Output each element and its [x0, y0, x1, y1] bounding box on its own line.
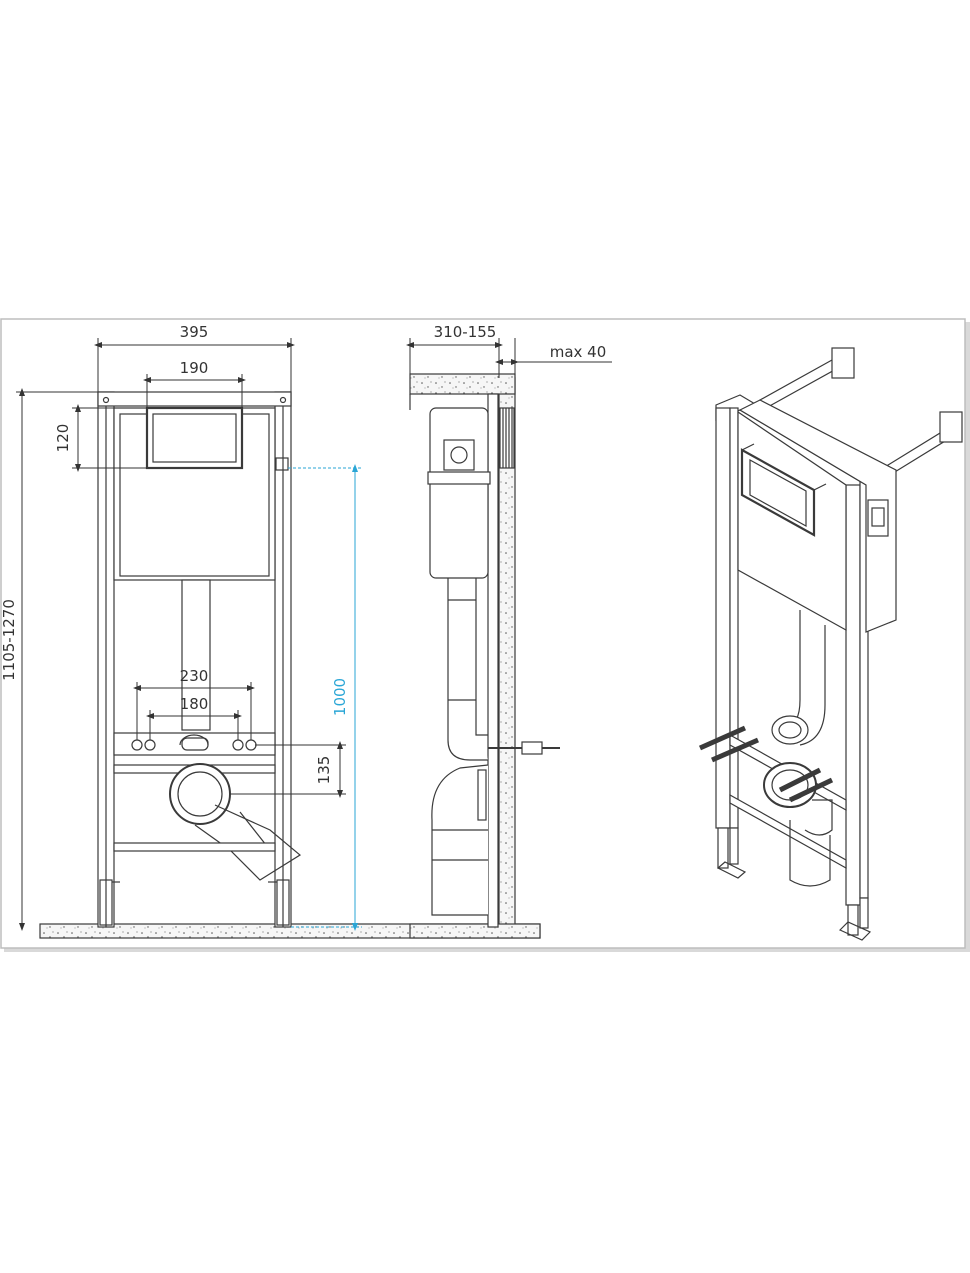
height-dimension-1000 — [288, 464, 362, 931]
dim-total-width: 395 — [180, 323, 209, 341]
dim-total-height: 1105-1270 — [0, 599, 18, 681]
dim-plate-width: 190 — [180, 359, 209, 377]
dim-bolt-outer: 230 — [180, 667, 209, 685]
outlet-front — [169, 763, 231, 825]
dim-max-wall: max 40 — [550, 343, 607, 361]
side-view — [409, 373, 560, 939]
dim-depth: 310-155 — [434, 323, 497, 341]
front-view — [39, 391, 541, 939]
dim-outlet-height: 135 — [315, 756, 333, 785]
flush-plate-3d — [740, 448, 816, 537]
flush-plate-front — [145, 406, 244, 470]
isometric-view — [698, 347, 963, 941]
dim-height-1000: 1000 — [331, 678, 349, 716]
dim-plate-height: 120 — [54, 424, 72, 453]
dim-bolt-inner: 180 — [180, 695, 209, 713]
